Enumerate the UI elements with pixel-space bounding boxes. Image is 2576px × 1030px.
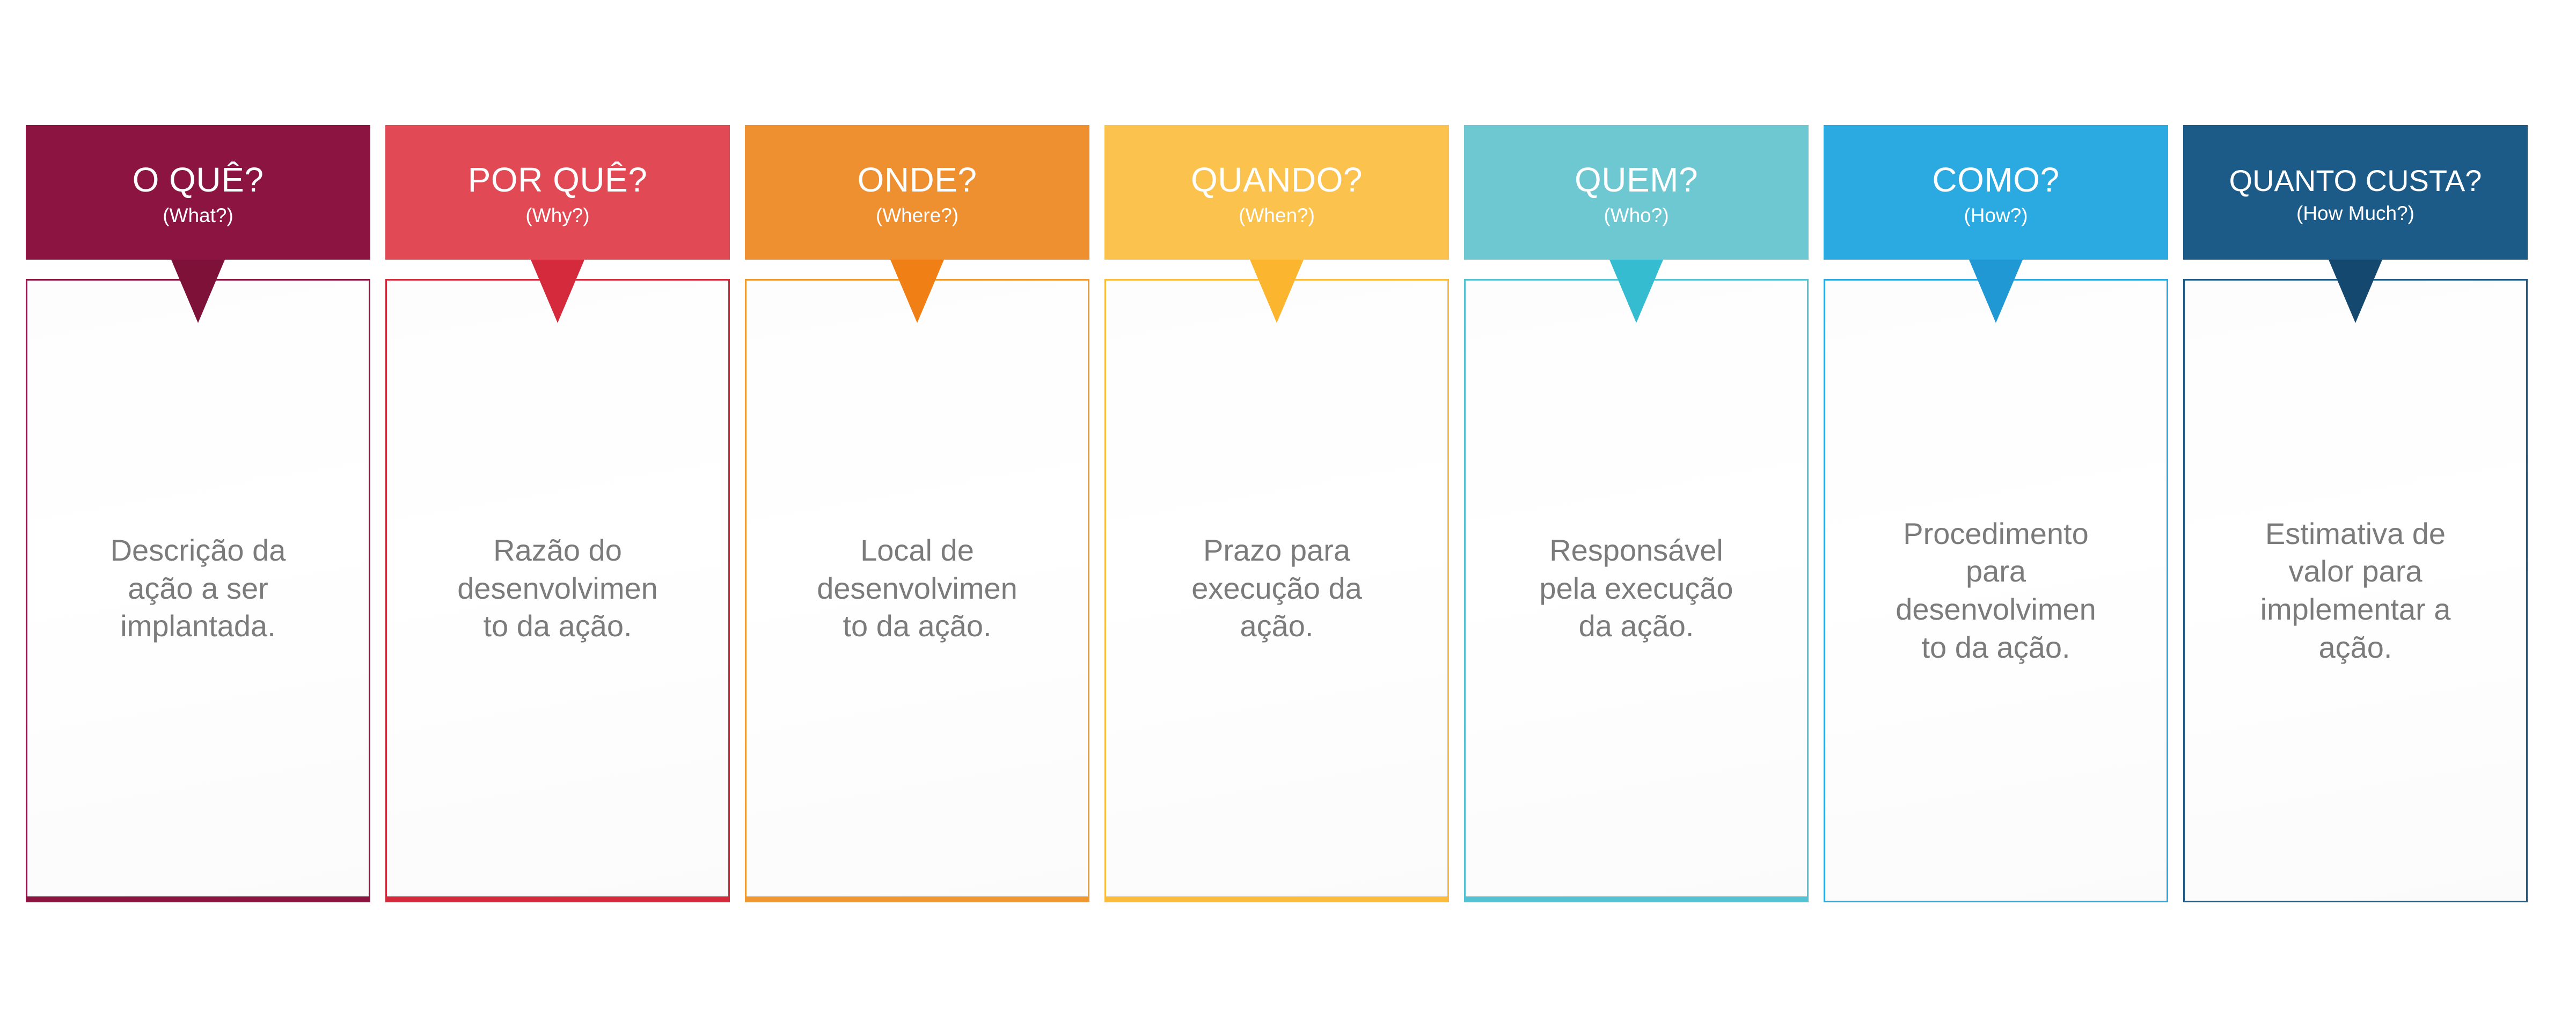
column-where: Local de desenvolvimen to da ação. ONDE? (… bbox=[745, 0, 1089, 1030]
header-subtitle-where: (Where?) bbox=[875, 204, 959, 226]
body-text-when: Prazo para execução da ação. bbox=[1191, 533, 1362, 643]
body-text-who: Responsável pela execução da ação. bbox=[1539, 533, 1733, 643]
header-subtitle-when: (When?) bbox=[1239, 204, 1315, 226]
header-title-when: QUANDO? bbox=[1191, 160, 1363, 200]
body-why[interactable]: Razão do desenvolvimen to da ação. bbox=[385, 279, 730, 902]
header-how[interactable]: COMO? (How?) bbox=[1824, 125, 2168, 260]
body-text-what: Descrição da ação a ser implantada. bbox=[110, 533, 286, 643]
column-who: Responsável pela execução da ação. QUEM? (… bbox=[1464, 0, 1809, 1030]
body-when[interactable]: Prazo para execução da ação. bbox=[1104, 279, 1449, 902]
body-who[interactable]: Responsável pela execução da ação. bbox=[1464, 279, 1809, 902]
column-why: Razão do desenvolvimen to da ação. POR QU… bbox=[385, 0, 730, 1030]
body-how[interactable]: Procedimento para desenvolvimen to da aç… bbox=[1824, 279, 2168, 902]
header-subtitle-why: (Why?) bbox=[525, 204, 590, 226]
header-when[interactable]: QUANDO? (When?) bbox=[1104, 125, 1449, 260]
body-text-how: Procedimento para desenvolvimen to da aç… bbox=[1896, 516, 2096, 664]
header-title-where: ONDE? bbox=[857, 160, 977, 200]
arrow-down-icon-who bbox=[1609, 260, 1663, 323]
header-subtitle-who: (Who?) bbox=[1604, 204, 1669, 226]
header-title-how: COMO? bbox=[1932, 160, 2060, 200]
arrow-down-icon-how-much bbox=[2329, 260, 2382, 323]
column-how-much: Estimativa de valor para implementar a a… bbox=[2183, 0, 2528, 1030]
header-who[interactable]: QUEM? (Who?) bbox=[1464, 125, 1809, 260]
body-text-why: Razão do desenvolvimen to da ação. bbox=[457, 533, 658, 643]
header-title-why: POR QUÊ? bbox=[467, 160, 648, 200]
header-subtitle-how: (How?) bbox=[1964, 204, 2028, 226]
arrow-down-icon-why bbox=[531, 260, 584, 323]
column-how: Procedimento para desenvolvimen to da aç… bbox=[1824, 0, 2168, 1030]
arrow-down-icon-how bbox=[1969, 260, 2023, 323]
header-subtitle-what: (What?) bbox=[163, 204, 233, 226]
header-where[interactable]: ONDE? (Where?) bbox=[745, 125, 1089, 260]
header-title-how-much: QUANTO CUSTA? bbox=[2229, 163, 2482, 197]
header-subtitle-how-much: (How Much?) bbox=[2296, 202, 2414, 224]
body-text-how-much: Estimativa de valor para implementar a a… bbox=[2260, 516, 2451, 664]
body-how-much[interactable]: Estimativa de valor para implementar a a… bbox=[2183, 279, 2528, 902]
arrow-down-icon-when bbox=[1250, 260, 1304, 323]
header-title-who: QUEM? bbox=[1574, 160, 1699, 200]
header-title-what: O QUÊ? bbox=[132, 160, 264, 200]
body-where[interactable]: Local de desenvolvimen to da ação. bbox=[745, 279, 1089, 902]
column-what: Descrição da ação a ser implantada. O QUÊ… bbox=[26, 0, 370, 1030]
body-what[interactable]: Descrição da ação a ser implantada. bbox=[26, 279, 370, 902]
body-text-where: Local de desenvolvimen to da ação. bbox=[817, 533, 1018, 643]
header-why[interactable]: POR QUÊ? (Why?) bbox=[385, 125, 730, 260]
arrow-down-icon-what bbox=[171, 260, 225, 323]
header-how-much[interactable]: QUANTO CUSTA? (How Much?) bbox=[2183, 125, 2528, 260]
arrow-down-icon-where bbox=[890, 260, 944, 323]
column-when: Prazo para execução da ação. QUANDO? (When… bbox=[1104, 0, 1449, 1030]
header-what[interactable]: O QUÊ? (What?) bbox=[26, 125, 370, 260]
